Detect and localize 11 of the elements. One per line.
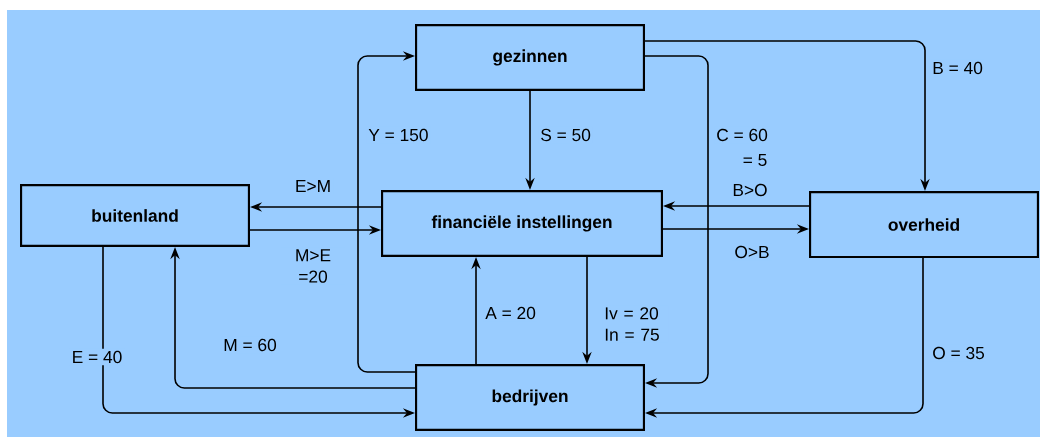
process-box: buitenland	[20, 184, 250, 247]
process-box: overheid	[809, 191, 1039, 258]
process-box: financiële instellingen	[381, 190, 663, 257]
arrow	[357, 51, 416, 373]
edge-label: Iv = 20 In = 75	[602, 305, 669, 343]
arrow	[644, 55, 709, 388]
edge-label: E>M	[292, 178, 334, 194]
edge-label: M>E =20	[281, 247, 345, 285]
value-label: = 5	[743, 153, 767, 167]
process-box: bedrijven	[415, 364, 645, 431]
process-box: gezinnen	[415, 24, 645, 91]
